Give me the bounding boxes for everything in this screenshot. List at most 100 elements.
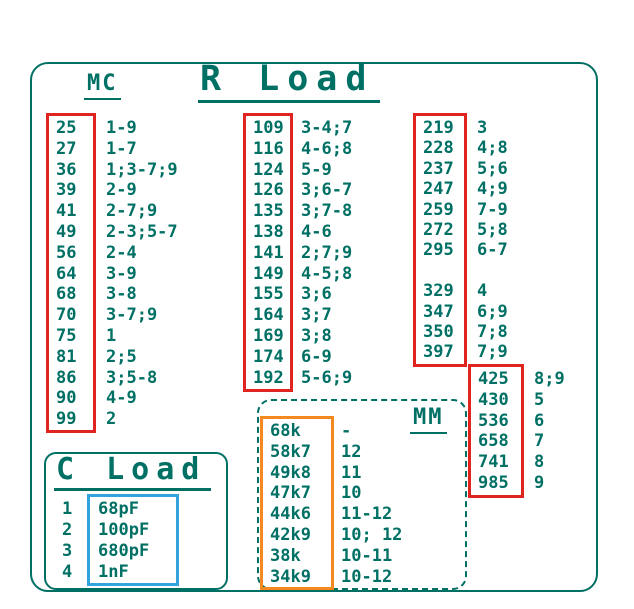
cell-number: 3 — [62, 541, 73, 561]
cell-value: 68pF — [98, 499, 139, 519]
cell-value: 3;7-8 — [301, 201, 353, 222]
cell-value: 1-7 — [106, 138, 137, 159]
cell-number: 2 — [62, 520, 73, 540]
cell-number: 155 — [253, 284, 284, 305]
cell-number: 536 — [478, 410, 509, 431]
cell-value: 9 — [534, 472, 545, 493]
cell-value: 3;7 — [301, 305, 332, 326]
cell-value: 100pF — [98, 520, 150, 540]
cell-value: 3;8 — [301, 325, 332, 346]
c-load-panel — [44, 452, 228, 590]
cell-number: 49 — [56, 221, 77, 242]
mc-group-2-box: 109 116 124 126 135 138 141 149 155 164 … — [243, 113, 293, 392]
cell-value: 5;6 — [477, 158, 508, 179]
cell-number: 49k8 — [270, 462, 311, 483]
cell-number: 90 — [56, 388, 77, 409]
cell-number: 135 — [253, 201, 284, 222]
cell-value: - — [341, 421, 352, 441]
cell-number: 219 — [423, 118, 454, 138]
r-load-range-list-4: 8;9 5 6 7 8 9 — [534, 369, 565, 494]
cell-number: 58k7 — [270, 441, 311, 462]
cell-number: 116 — [253, 138, 284, 159]
cell-value: 3-7;9 — [106, 305, 158, 326]
cell-value: 7 — [534, 431, 545, 452]
cell-number: 430 — [478, 389, 509, 410]
cell-number: 259 — [423, 199, 454, 220]
cell-value: 2-7;9 — [106, 201, 158, 222]
cell-value: 7;9 — [477, 342, 508, 363]
cell-number: 68 — [56, 284, 77, 305]
cell-number: 272 — [423, 219, 454, 240]
cell-value: 7-9 — [477, 199, 508, 220]
cell-value: 10-11 — [341, 545, 393, 566]
cell-value: 2;5 — [106, 346, 137, 367]
cell-number: 1 — [62, 499, 73, 519]
cell-value: 3;6 — [301, 284, 332, 305]
cell-value: 5-9 — [301, 159, 332, 180]
cell-value: 6 — [534, 410, 545, 431]
cell-number: 397 — [423, 342, 454, 363]
mc-group-4-box: 425 430 536 658 741 985 — [468, 364, 524, 498]
c-load-title: C Load — [54, 455, 212, 491]
cell-number: 25 — [56, 118, 77, 138]
cell-value: 3;5-8 — [106, 367, 158, 388]
cell-number: 68k — [270, 421, 301, 441]
cell-number: 126 — [253, 180, 284, 201]
mc-column-header: MC — [84, 71, 121, 101]
cell-number: 75 — [56, 325, 77, 346]
cell-number: 247 — [423, 179, 454, 200]
cell-value: 10-12 — [341, 566, 393, 587]
cell-number: 169 — [253, 325, 284, 346]
cell-number: 38k — [270, 545, 301, 566]
cell-number: 86 — [56, 367, 77, 388]
cell-value: 11-12 — [341, 504, 393, 525]
cell-number: 174 — [253, 346, 284, 367]
cell-value: 2-4 — [106, 242, 137, 263]
cell-value: 4-6 — [301, 221, 332, 242]
mc-group-3-box: 219 228 237 247 259 272 295 329 347 350 … — [413, 113, 467, 367]
cell-number: 347 — [423, 301, 454, 322]
mm-values-list: - 12 11 10 11-12 10; 12 10-11 10-12 — [341, 421, 402, 587]
cell-number: 64 — [56, 263, 77, 284]
cell-value: 3 — [477, 118, 488, 138]
cell-value: 6;9 — [477, 301, 508, 322]
cell-value: 5;8 — [477, 219, 508, 240]
cell-number: 109 — [253, 118, 284, 138]
cell-value: 6-9 — [301, 346, 332, 367]
cell-value: 2-9 — [106, 180, 137, 201]
cell-number: 164 — [253, 305, 284, 326]
cell-number: 425 — [478, 369, 509, 389]
cell-number: 985 — [478, 472, 509, 493]
cell-number: 81 — [56, 346, 77, 367]
c-load-index-list: 1 2 3 4 — [62, 499, 72, 583]
cell-number: 70 — [56, 305, 77, 326]
cell-number: 47k7 — [270, 483, 311, 504]
cell-value — [477, 261, 508, 281]
cell-number: 4 — [62, 562, 73, 582]
cell-value: 2;7;9 — [301, 242, 353, 263]
card-border — [30, 62, 598, 592]
cell-number: 350 — [423, 321, 454, 342]
cell-number: 56 — [56, 242, 77, 263]
cell-value: 5-6;9 — [301, 367, 353, 388]
mm-dashed-panel — [257, 399, 467, 590]
cell-number: 27 — [56, 138, 77, 159]
cell-value: 11 — [341, 462, 362, 483]
cell-value: 4-9 — [106, 388, 137, 409]
cell-number: 44k6 — [270, 504, 311, 525]
c-load-values-box: 68pF 100pF 680pF 1nF — [87, 494, 179, 586]
cell-value: 7;8 — [477, 321, 508, 342]
r-load-range-list-1: 1-9 1-7 1;3-7;9 2-9 2-7;9 2-3;5-7 2-4 3-… — [106, 118, 178, 430]
cell-value: 8 — [534, 452, 545, 473]
cell-number: 99 — [56, 409, 77, 430]
r-load-range-list-3: 3 4;8 5;6 4;9 7-9 5;8 6-7 4 6;9 7;8 7;9 — [477, 118, 508, 363]
cell-number: 295 — [423, 240, 454, 261]
cell-number: 192 — [253, 367, 284, 388]
cell-number: 228 — [423, 138, 454, 159]
cell-number: 329 — [423, 281, 454, 302]
cell-value: 10 — [341, 483, 362, 504]
cell-value: 1nF — [98, 562, 129, 582]
cell-number: 138 — [253, 221, 284, 242]
cell-value: 2-3;5-7 — [106, 221, 178, 242]
